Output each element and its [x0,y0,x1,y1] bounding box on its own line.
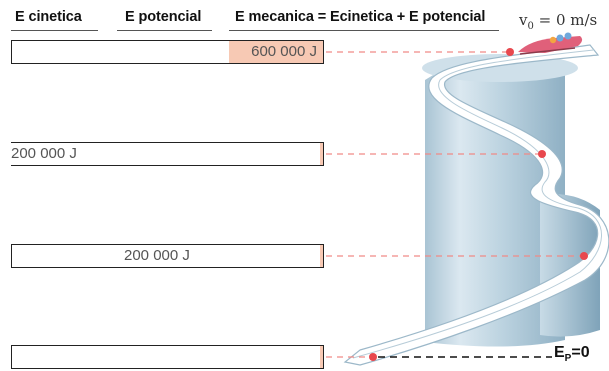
header-kinetic-energy: E cinetica [15,9,82,25]
header-underline [117,30,212,31]
energy-bar-row-4 [11,345,324,369]
mechanical-energy-value: 600 000 J [251,43,317,60]
energy-bar-edge [320,143,323,165]
kinetic-energy-value: 200 000 J [11,145,77,162]
initial-velocity-label: v0 = 0 m/s [519,11,598,32]
bobsled-icon [518,32,583,55]
energy-bar-edge [320,245,323,267]
energy-bar-edge [320,346,323,368]
position-marker [538,150,546,158]
track-surface [343,44,609,366]
header-underline [229,30,499,31]
track-column [425,58,565,347]
energy-bar-row-2: 200 000 J [11,142,324,166]
potential-energy-value: 200 000 J [124,247,190,264]
energy-bar-row-1: 600 000 J [11,40,324,64]
header-potential-energy: E potencial [125,9,202,25]
header-mechanical-energy: E mecanica = Ecinetica + E potencial [235,9,486,25]
track-column [540,194,600,337]
potential-energy-zero-label: EP=0 [554,344,590,365]
position-marker [369,353,377,361]
track-lane-line [352,49,602,359]
position-marker [580,252,588,260]
energy-bar-fill [229,41,323,63]
header-underline [11,30,98,31]
energy-bar-row-3: 200 000 J [11,244,324,268]
position-marker [506,48,514,56]
